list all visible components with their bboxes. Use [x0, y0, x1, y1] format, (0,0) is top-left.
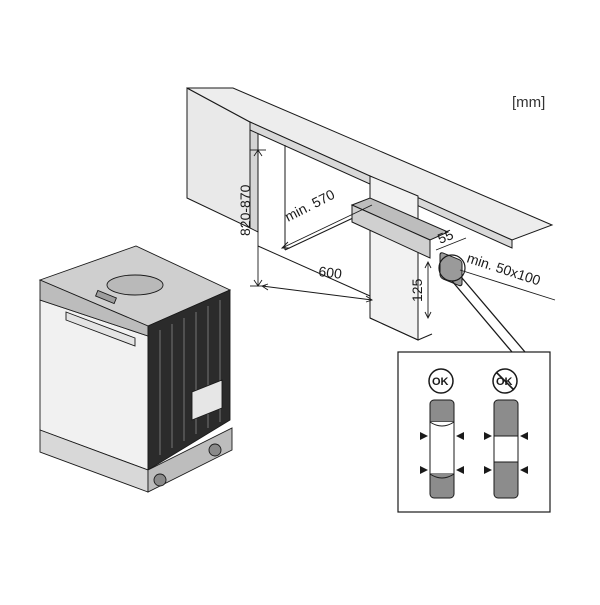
pressure-arrows: [420, 432, 528, 474]
arrow-icon: [520, 432, 528, 440]
arrow-icon: [484, 432, 492, 440]
side-ribs: [159, 300, 221, 455]
ok-label: OK: [432, 376, 449, 388]
dishwasher-illustration: [38, 245, 233, 493]
arrow-icon: [484, 466, 492, 474]
rating-plate: [191, 379, 223, 421]
top-detail: [106, 274, 164, 296]
detail-panel-frame: [397, 351, 551, 513]
ok-badge-circle: [428, 368, 454, 394]
arrow-icon: [520, 466, 528, 474]
opening-dim-line: [459, 269, 556, 301]
depth55-dim-line: [435, 237, 467, 251]
not-ok-cross-icon: [495, 371, 515, 391]
height-125-label: 125: [409, 278, 425, 302]
arrow-icon: [420, 466, 428, 474]
detail-panel: OK OK: [397, 351, 551, 513]
ok-hose: [429, 399, 455, 499]
dimension-lines: [250, 149, 556, 320]
opening-label: min. 50x100: [465, 250, 543, 289]
unit-label: [mm]: [512, 94, 545, 111]
kitchen-niche: [186, 87, 554, 353]
arrow-icon: [456, 466, 464, 474]
foot-left: [153, 473, 167, 487]
detail-pointer-line: [461, 277, 526, 353]
width-dim-line: [261, 285, 373, 301]
depth-dim-line: [281, 204, 373, 249]
arrow-icon: [420, 432, 428, 440]
control-strip: [65, 311, 136, 347]
not-ok-hose: [493, 399, 519, 499]
width-label: 600: [318, 263, 343, 282]
min-depth-label: min. 570: [282, 186, 337, 225]
niche-floor-line: [257, 245, 371, 297]
worktop: [186, 87, 554, 241]
height-range-label: 820-870: [237, 184, 253, 236]
arrow-icon: [456, 432, 464, 440]
service-opening: [439, 252, 463, 287]
foot-right: [208, 443, 222, 457]
depth-55-label: 55: [435, 226, 456, 247]
dishwasher-side: [147, 289, 231, 471]
